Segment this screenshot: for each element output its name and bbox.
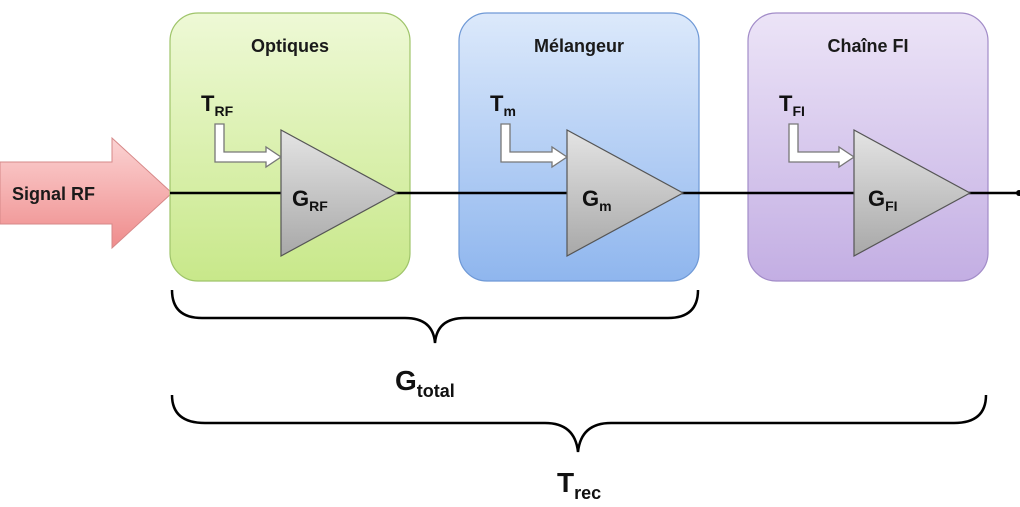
- amplifier-melangeur-icon: [566, 128, 685, 258]
- stage-title-chaine-fi: Chaîne FI: [827, 36, 908, 56]
- output-terminal: [1016, 190, 1020, 196]
- temp-label-melangeur: Tm: [490, 91, 516, 119]
- input-signal-label: Signal RF: [12, 184, 95, 204]
- gain-total-label: Gtotal: [395, 365, 455, 401]
- temp-label-optiques: TRF: [201, 91, 234, 119]
- noise-arrow-melangeur-icon: [500, 123, 569, 169]
- trec-brace: [170, 394, 988, 453]
- stage-title-optiques: Optiques: [251, 36, 329, 56]
- amplifier-chaine-fi-icon: [853, 128, 972, 258]
- gain-total-brace: [170, 289, 700, 344]
- input-signal-arrow: Signal RF: [0, 136, 173, 250]
- stage-title-melangeur: Mélangeur: [534, 36, 624, 56]
- trec-label: Trec: [557, 467, 601, 503]
- gain-label-chaine-fi: GFI: [868, 186, 898, 214]
- noise-arrow-optiques-icon: [214, 123, 283, 169]
- amplifier-optiques-icon: [280, 128, 399, 258]
- gain-label-melangeur: Gm: [582, 186, 612, 214]
- noise-arrow-chaine-fi-icon: [788, 123, 856, 169]
- gain-label-optiques: GRF: [292, 186, 328, 214]
- temp-label-chaine-fi: TFI: [779, 91, 805, 119]
